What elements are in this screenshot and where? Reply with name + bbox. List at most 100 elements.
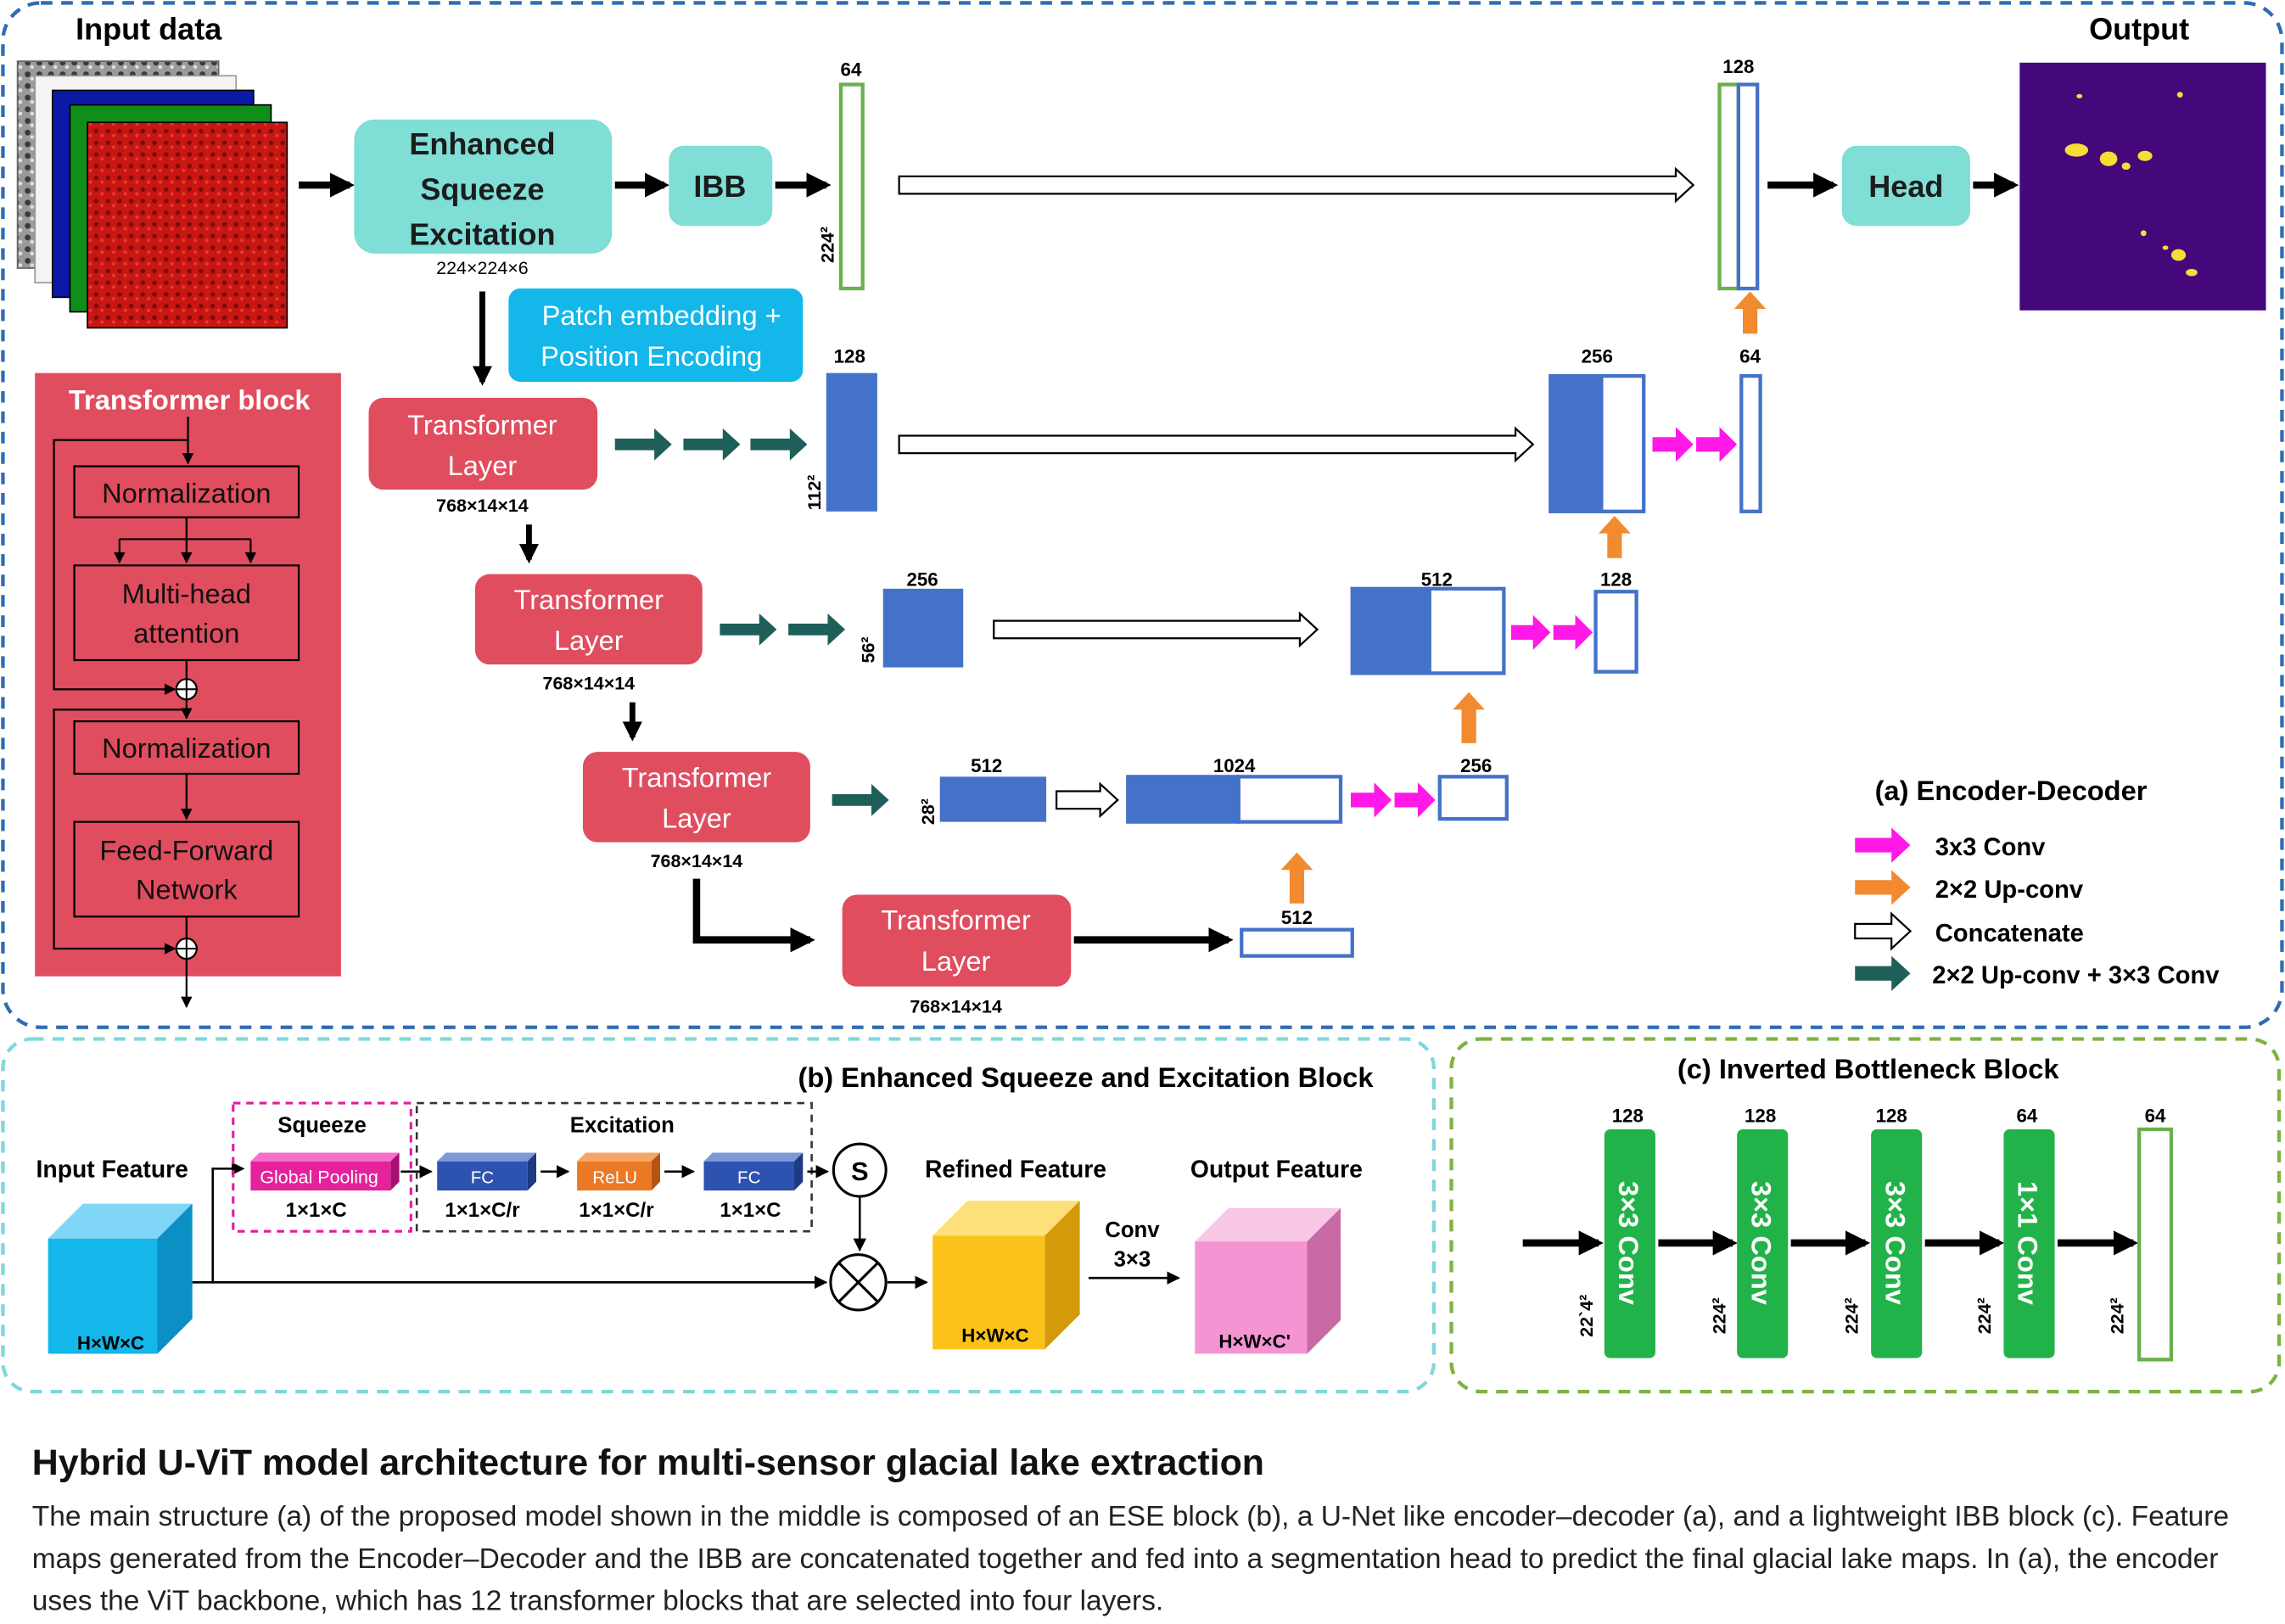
svg-text:3×3 Conv: 3×3 Conv [1613, 1181, 1644, 1305]
output-lake-map [2019, 62, 2266, 311]
excitation-label: Excitation [570, 1113, 675, 1137]
upconv-conv-arrows [614, 428, 889, 816]
conv-arrows [1351, 427, 1738, 818]
svg-text:Transformer: Transformer [514, 584, 664, 615]
caption-title: Hybrid U-ViT model architecture for mult… [31, 1442, 1265, 1484]
input-feature-cube: H×W×C [48, 1203, 193, 1354]
refined-feature-cube: H×W×C [932, 1201, 1080, 1350]
upconv-arrows [1280, 291, 1767, 904]
relu-dim: 1×1×C/r [579, 1199, 653, 1222]
ibb-conv-2: 3×3 Conv 128 224² [1709, 1105, 1789, 1358]
dec-out-512 [1240, 927, 1354, 958]
svg-text:Feed-Forward: Feed-Forward [99, 834, 273, 865]
dec-512-label: 512 [1421, 568, 1453, 590]
dec-out-256 [1437, 775, 1509, 821]
svg-text:Transformer: Transformer [407, 409, 557, 440]
patch-label-2: Position Encoding [540, 340, 762, 372]
svg-text:128: 128 [1745, 1105, 1776, 1126]
fc-block-1: FC [437, 1152, 537, 1191]
concat-arrow-4 [1055, 781, 1119, 819]
transformer-block-title: Transformer block [69, 384, 311, 416]
ibb-conv-3: 3×3 Conv 128 224² [1842, 1105, 1923, 1358]
transformer-layer-1: Transformer Layer 768×14×14 [368, 397, 598, 516]
panel-c-border [1449, 1037, 2282, 1394]
dec-concat-256-white [1599, 373, 1646, 513]
squeeze-box [232, 1101, 412, 1233]
ese-block [354, 119, 613, 254]
svg-text:Network: Network [136, 874, 238, 905]
svg-text:Normalization: Normalization [102, 732, 271, 764]
conv-label-2: 3×3 [1114, 1247, 1151, 1271]
enc-128-label: 128 [834, 346, 865, 367]
ibb-out-channels: 64 [841, 59, 862, 80]
ibb-conv-1: 3×3 Conv 128 22`4² [1577, 1105, 1655, 1358]
legend-upconv-label: 2×2 Up-conv [1935, 876, 2084, 904]
legend-concat-label: Concatenate [1935, 920, 2084, 947]
svg-text:H×W×C: H×W×C [961, 1325, 1028, 1347]
output-title: Output [2089, 11, 2189, 46]
squeeze-label: Squeeze [277, 1113, 366, 1137]
enc-256-label: 256 [906, 568, 938, 590]
svg-text:Layer: Layer [448, 450, 518, 481]
dec-out-64-label: 64 [1739, 346, 1761, 367]
final-channels: 128 [1722, 56, 1754, 77]
head-label: Head [1868, 169, 1943, 204]
ibb-output-map [838, 82, 865, 291]
dec-1024-label: 1024 [1213, 755, 1256, 776]
sigmoid-label: S [851, 1156, 869, 1186]
svg-text:1×1 Conv: 1×1 Conv [2013, 1181, 2044, 1305]
legend-conv-swatch [1855, 827, 1911, 863]
multiply-node [829, 1253, 888, 1312]
refined-feature-label: Refined Feature [925, 1156, 1106, 1184]
svg-text:Global Pooling: Global Pooling [260, 1168, 378, 1188]
ibb-label: IBB [693, 169, 746, 204]
dec-concat-512-blue [1350, 586, 1431, 675]
svg-text:H×W×C': H×W×C' [1218, 1331, 1291, 1352]
input-feature-label: Input Feature [36, 1156, 188, 1184]
global-pooling-block: Global Pooling [250, 1152, 400, 1191]
svg-text:Multi-head: Multi-head [122, 578, 251, 609]
svg-text:224²: 224² [2107, 1297, 2127, 1334]
fc-block-2: FC [703, 1152, 804, 1191]
svg-text:768×14×14: 768×14×14 [910, 997, 1002, 1017]
ibb-output-64: 64 224² [2107, 1105, 2174, 1362]
ese-dim: 224×224×6 [436, 258, 529, 278]
enc-56-label: 56² [858, 636, 878, 663]
enc-map-512 [939, 776, 1047, 822]
transformer-layer-3: Transformer Layer 768×14×14 [582, 752, 810, 871]
svg-text:128: 128 [1612, 1105, 1644, 1126]
enc-28-label: 28² [918, 798, 938, 825]
excitation-box [415, 1101, 813, 1233]
svg-text:Transformer: Transformer [881, 904, 1031, 936]
svg-text:FC: FC [737, 1168, 761, 1188]
svg-text:768×14×14: 768×14×14 [543, 673, 636, 693]
transformer-layer-4: Transformer Layer 768×14×14 [842, 894, 1072, 1017]
legend-upconv-swatch [1855, 870, 1911, 905]
svg-text:Layer: Layer [554, 624, 624, 656]
input-image-stack [16, 60, 288, 329]
head-block [1841, 145, 1970, 227]
svg-text:attention: attention [133, 617, 239, 648]
panel-a-border [1, 1, 2284, 1029]
svg-text:Layer: Layer [662, 802, 731, 833]
svg-text:FC: FC [471, 1168, 495, 1188]
concat-arrow-3 [993, 611, 1319, 648]
svg-text:224²: 224² [1842, 1297, 1862, 1334]
dec-concat-1024-white [1236, 775, 1343, 824]
patch-label-1: Patch embedding + [542, 300, 781, 331]
dec-concat-1024-blue [1126, 775, 1241, 824]
patch-embedding-block [508, 288, 804, 382]
squeeze-dim: 1×1×C [286, 1199, 347, 1222]
svg-text:768×14×14: 768×14×14 [436, 496, 529, 516]
relu-block: ReLU [577, 1152, 660, 1191]
legend-concat-swatch [1854, 911, 1913, 951]
caption-body: The main structure (a) of the proposed m… [31, 1500, 2230, 1618]
dec-concat-256-blue [1549, 373, 1604, 513]
legend-conv-label: 3x3 Conv [1935, 834, 2047, 861]
svg-text:128: 128 [1876, 1105, 1907, 1126]
dec-out-64 [1739, 373, 1762, 513]
input-data-title: Input data [76, 11, 222, 46]
final-concat-dec [1736, 82, 1760, 291]
enc-map-256 [882, 588, 964, 668]
